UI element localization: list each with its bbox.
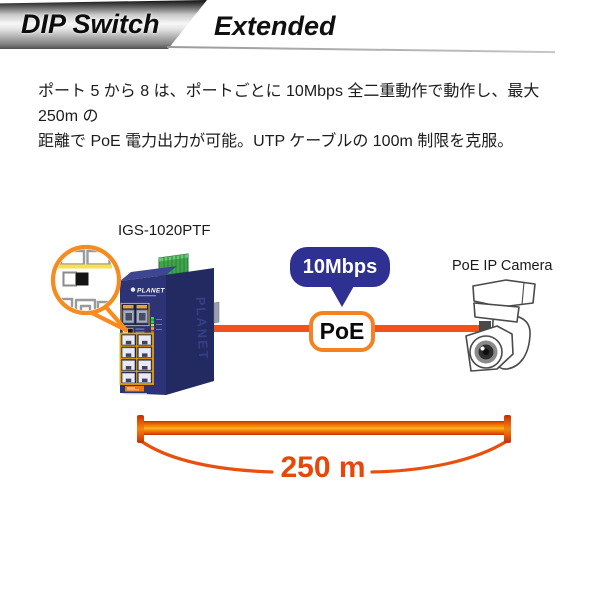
switch-side-brand-label: PLANET	[193, 296, 211, 361]
distance-bar-right-cap	[504, 415, 511, 443]
switch-top-face	[120, 266, 177, 281]
description-text: ポート 5 から 8 は、ポートごとに 10Mbps 全二重動作で動作し、最大 …	[38, 79, 568, 154]
switch-front-brand-label: PLANET	[137, 288, 166, 295]
front-subtitle-mark	[137, 295, 156, 297]
sfp-slots-icon	[120, 302, 150, 327]
camera-label: PoE IP Camera	[452, 258, 553, 274]
rj45-ports-icon	[119, 332, 154, 385]
description-line-1: ポート 5 から 8 は、ポートごとに 10Mbps 全二重動作で動作し、最大 …	[38, 83, 540, 125]
header-banner: DIP Switch	[0, 0, 207, 49]
switch-model-label: IGS-1020PTF	[118, 222, 211, 239]
led-indicators-icon	[151, 317, 162, 334]
dip-switch-callout-icon	[50, 244, 129, 333]
switch-side-face	[166, 268, 214, 395]
brand-globe-icon	[130, 287, 136, 292]
description-line-2: 距離で PoE 電力出力が可能。UTP ケーブルの 100m 制限を克服。	[38, 133, 514, 150]
speed-badge-label: 10Mbps	[302, 255, 378, 278]
switch-illustration-icon: PLANET PLANET	[119, 253, 220, 395]
distance-label: 250 m	[280, 451, 366, 484]
header-secondary-label: Extended	[214, 11, 336, 41]
din-rail-clip-icon	[213, 301, 220, 324]
bottom-label-icon	[125, 386, 147, 395]
header-divider	[166, 46, 555, 54]
speed-badge: 10Mbps	[290, 247, 390, 287]
poe-badge: PoE	[309, 311, 375, 352]
distance-arc	[139, 439, 509, 474]
header-primary-label: DIP Switch	[21, 9, 160, 39]
speed-badge-tail	[330, 286, 354, 307]
distance-bar	[144, 421, 504, 435]
ptz-camera-icon	[465, 279, 536, 372]
poe-badge-label: PoE	[319, 318, 365, 344]
distance-bar-left-cap	[137, 415, 144, 443]
